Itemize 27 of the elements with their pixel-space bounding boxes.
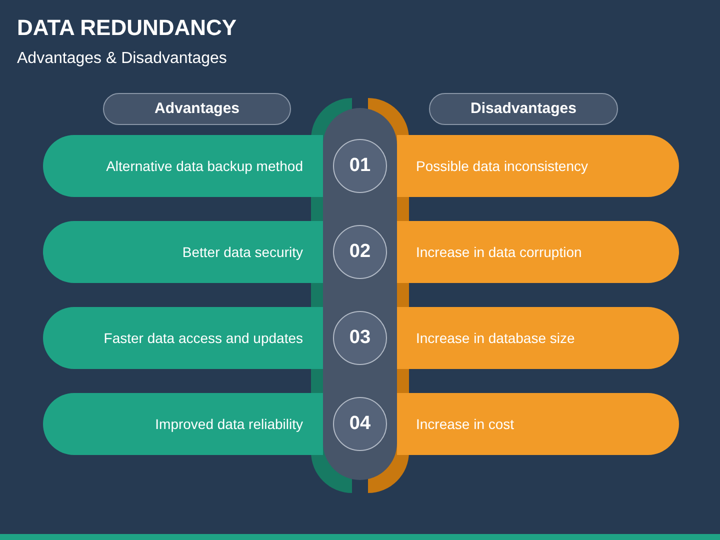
- advantage-banner: [43, 135, 323, 197]
- header-label: Advantages: [154, 98, 240, 119]
- disadvantage-banner: [397, 221, 679, 283]
- header-pill: [429, 93, 618, 125]
- advantage-banner: [43, 307, 323, 369]
- step-number: 02: [349, 240, 371, 264]
- disadvantage-text: Possible data inconsistency: [416, 156, 588, 176]
- disadvantage-banner: [397, 393, 679, 455]
- advantage-text: Faster data access and updates: [104, 328, 303, 348]
- disadvantage-text: Increase in cost: [416, 414, 514, 434]
- advantage-banner: [43, 393, 323, 455]
- disadvantage-text: Increase in database size: [416, 328, 575, 348]
- header-label: Disadvantages: [470, 98, 576, 119]
- step-number: 03: [349, 326, 371, 350]
- disadvantage-text: Increase in data corruption: [416, 242, 582, 262]
- advantage-banner: [43, 221, 323, 283]
- advantage-text: Improved data reliability: [155, 414, 303, 434]
- step-number: 01: [349, 154, 371, 178]
- title: DATA REDUNDANCY: [17, 14, 237, 42]
- center-bar: [323, 108, 397, 480]
- header-pill: [103, 93, 291, 125]
- step-number: 04: [349, 412, 371, 436]
- disadvantage-banner: [397, 307, 679, 369]
- subtitle: Advantages & Disadvantages: [17, 49, 227, 69]
- advantage-text: Alternative data backup method: [106, 156, 303, 176]
- disadvantage-banner: [397, 135, 679, 197]
- advantage-text: Better data security: [182, 242, 303, 262]
